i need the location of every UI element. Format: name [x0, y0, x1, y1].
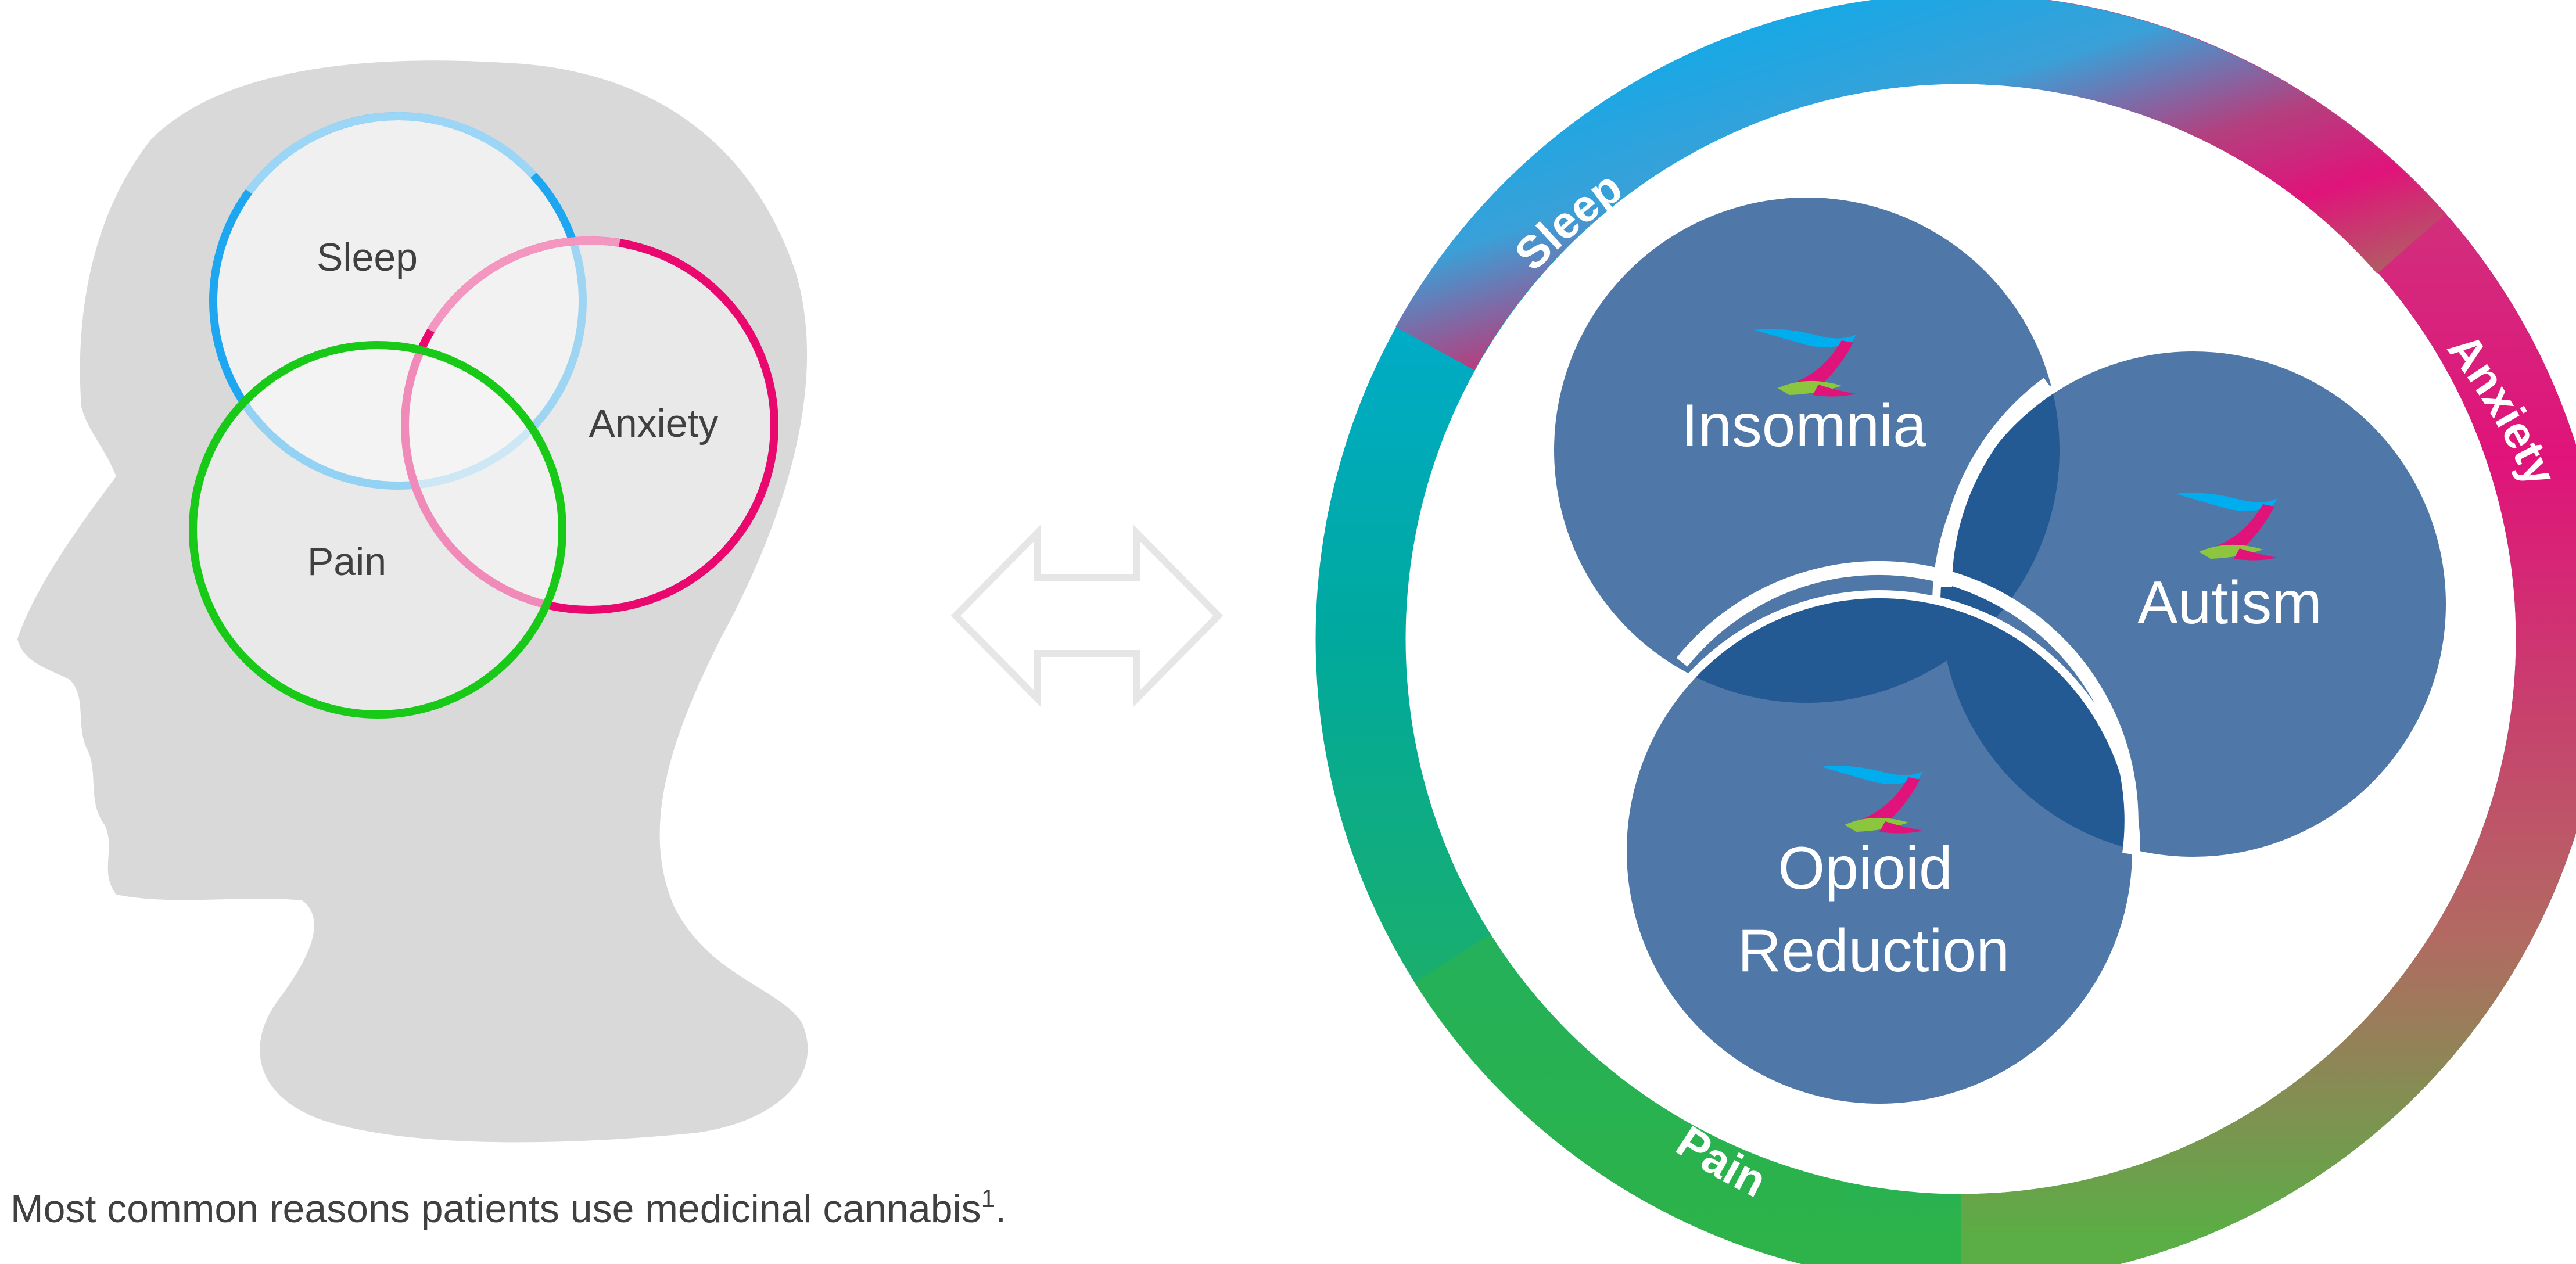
venn-label-pain: Pain: [307, 540, 386, 584]
brand-logo-icon: [2176, 493, 2277, 561]
condition-label-opioid: Opioid Reduction: [1738, 835, 2010, 985]
condition-label-opioid-line2: Reduction: [1738, 917, 2010, 985]
brand-logo-icon: [1755, 329, 1856, 397]
condition-label-autism: Autism: [2137, 569, 2322, 637]
head-venn: Sleep Anxiety Pain: [189, 112, 778, 719]
double-arrow-icon: [950, 525, 1224, 707]
venn-circle-pain: [189, 341, 566, 719]
caption-text: Most common reasons patients use medicin…: [10, 1187, 981, 1231]
condition-label-insomnia: Insomnia: [1681, 392, 1926, 459]
caption-footnote-marker: 1: [981, 1184, 996, 1213]
condition-circles: [1554, 198, 2454, 1112]
venn-label-anxiety: Anxiety: [589, 401, 719, 446]
outer-ring: Sleep Anxiety Pain: [1315, 0, 2576, 1264]
condition-label-opioid-line1: Opioid: [1778, 835, 1953, 902]
venn-label-sleep: Sleep: [317, 235, 418, 279]
caption-suffix: .: [995, 1187, 1007, 1231]
footnote-caption: Most common reasons patients use medicin…: [10, 1186, 1006, 1231]
brand-logo-icon: [1821, 766, 1923, 834]
